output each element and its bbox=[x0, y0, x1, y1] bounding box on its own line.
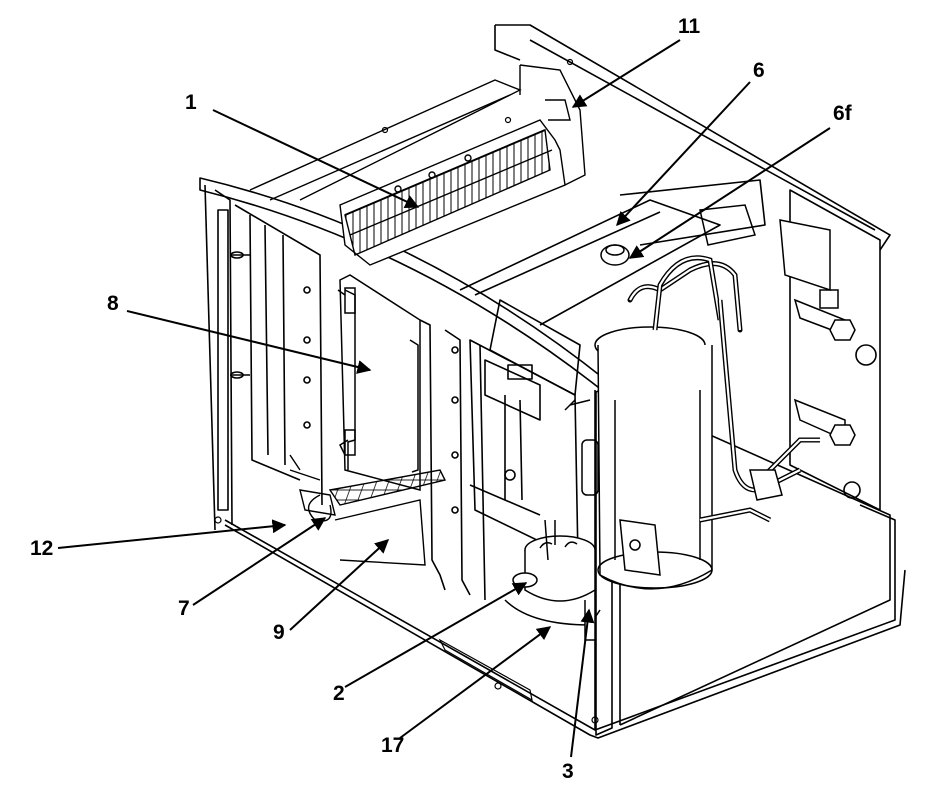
evaporator-assembly bbox=[249, 64, 586, 266]
fastener-details bbox=[214, 58, 599, 724]
callout-11: 11 bbox=[678, 15, 701, 38]
curtain-panel bbox=[337, 274, 421, 491]
drain-hose bbox=[289, 454, 447, 566]
unit-frame bbox=[199, 24, 906, 739]
callout-9: 9 bbox=[273, 621, 285, 644]
water-pump bbox=[504, 519, 661, 641]
callout-3: 3 bbox=[562, 760, 574, 783]
refrigeration-assembly bbox=[564, 204, 856, 590]
callout-2: 2 bbox=[333, 682, 345, 705]
callout-7: 7 bbox=[178, 597, 190, 620]
callout-12: 12 bbox=[30, 537, 54, 560]
callout-1: 1 bbox=[185, 91, 197, 114]
callout-6f: 6f bbox=[833, 102, 852, 125]
callout-6: 6 bbox=[753, 59, 765, 82]
callout-17: 17 bbox=[381, 734, 405, 757]
callout-8: 8 bbox=[107, 292, 119, 315]
leader-lines bbox=[57, 39, 831, 758]
